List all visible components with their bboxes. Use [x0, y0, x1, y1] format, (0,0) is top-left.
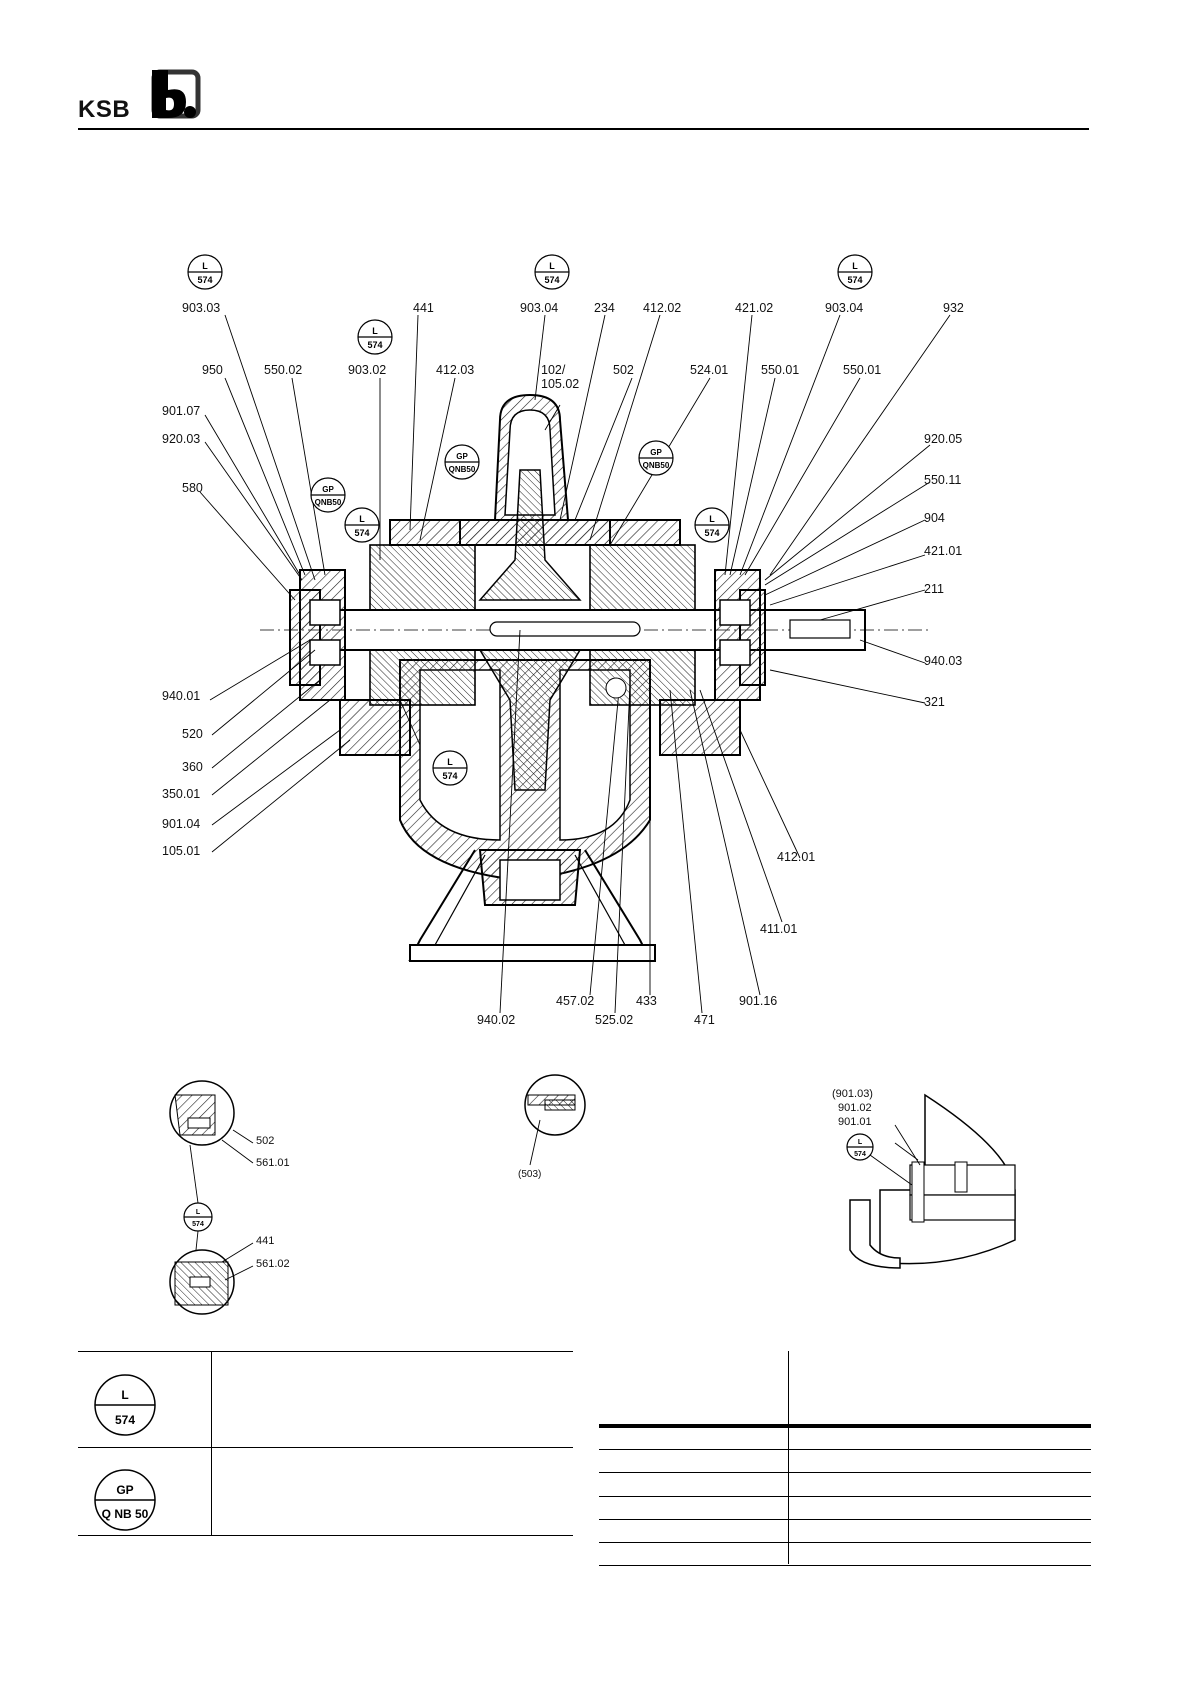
label-901-07: 901.07 [162, 404, 201, 418]
svg-text:574: 574 [544, 275, 559, 285]
label-940-02: 940.02 [477, 1013, 516, 1027]
label-550-01-b: 550.01 [843, 363, 882, 377]
label-525-02: 525.02 [595, 1013, 634, 1027]
detail-label-901-02: 901.02 [838, 1102, 872, 1114]
detail-label-502: 502 [256, 1135, 275, 1147]
svg-text:GP: GP [456, 452, 468, 461]
label-920-03: 920.03 [162, 432, 201, 446]
svg-text:L: L [549, 261, 555, 271]
label-903-04-b: 903.04 [825, 301, 864, 315]
legend-sealant-top: GP [116, 1483, 133, 1497]
label-421-01: 421.01 [924, 544, 963, 558]
label-412-01: 412.01 [777, 850, 816, 864]
label-433: 433 [636, 994, 657, 1008]
label-102: 102/ [541, 363, 566, 377]
label-932: 932 [943, 301, 964, 315]
ksb-logo-icon [151, 69, 201, 119]
label-524-01: 524.01 [690, 363, 729, 377]
detail-label-503: (503) [518, 1169, 542, 1180]
svg-text:574: 574 [442, 771, 457, 781]
svg-text:L: L [359, 514, 365, 524]
label-950: 950 [202, 363, 223, 377]
label-105-02: 105.02 [541, 377, 580, 391]
svg-text:574: 574 [704, 528, 719, 538]
label-441: 441 [413, 301, 434, 315]
legend-loctite-top: L [121, 1388, 128, 1402]
svg-text:QNB50: QNB50 [643, 461, 670, 470]
detail-label-561-01: 561.01 [256, 1157, 290, 1169]
label-901-16: 901.16 [739, 994, 778, 1008]
detail-label-901-01: 901.01 [838, 1116, 872, 1128]
header-rule [78, 128, 1089, 130]
detail-label-441: 441 [256, 1235, 275, 1247]
svg-text:574: 574 [354, 528, 369, 538]
svg-text:GP: GP [650, 448, 662, 457]
label-411-01: 411.01 [760, 922, 798, 936]
label-580: 580 [182, 481, 203, 495]
label-903-04: 903.04 [520, 301, 559, 315]
svg-text:QNB50: QNB50 [315, 498, 342, 507]
svg-text:L: L [852, 261, 858, 271]
svg-text:574: 574 [847, 275, 862, 285]
svg-text:574: 574 [192, 1221, 204, 1228]
legend-loctite-bottom: 574 [115, 1413, 135, 1427]
label-550-02: 550.02 [264, 363, 303, 377]
svg-text:574: 574 [197, 275, 212, 285]
label-412-02: 412.02 [643, 301, 682, 315]
label-940-03: 940.03 [924, 654, 963, 668]
svg-text:L: L [709, 514, 715, 524]
label-234: 234 [594, 301, 615, 315]
legend-sealant-bottom: Q NB 50 [102, 1507, 149, 1521]
label-901-04: 901.04 [162, 817, 201, 831]
label-904: 904 [924, 511, 945, 525]
label-520: 520 [182, 727, 203, 741]
label-502: 502 [613, 363, 634, 377]
label-550-01: 550.01 [761, 363, 800, 377]
label-105-01: 105.01 [162, 844, 201, 858]
detail-label-561-02: 561.02 [256, 1258, 290, 1270]
label-321: 321 [924, 695, 945, 709]
sym-l-top: L [202, 261, 208, 271]
label-550-11: 550.11 [924, 473, 962, 487]
label-211: 211 [924, 582, 944, 596]
svg-text:GP: GP [322, 485, 334, 494]
svg-text:L: L [858, 1139, 863, 1146]
svg-text:QNB50: QNB50 [449, 465, 476, 474]
detail-label-901-03: (901.03) [832, 1088, 873, 1100]
label-421-02: 421.02 [735, 301, 774, 315]
label-457-02: 457.02 [556, 994, 595, 1008]
label-360: 360 [182, 760, 203, 774]
svg-text:L: L [196, 1209, 201, 1216]
label-903-02: 903.02 [348, 363, 387, 377]
label-471: 471 [694, 1013, 715, 1027]
svg-text:L: L [447, 757, 453, 767]
label-903-03: 903.03 [182, 301, 221, 315]
svg-text:L: L [372, 326, 378, 336]
loctite-symbols [183, 254, 874, 1232]
svg-text:574: 574 [854, 1151, 866, 1158]
label-940-01: 940.01 [162, 689, 201, 703]
brand-name: KSB [78, 96, 131, 123]
svg-text:574: 574 [367, 340, 382, 350]
label-412-03: 412.03 [436, 363, 475, 377]
label-920-05: 920.05 [924, 432, 963, 446]
label-350-01: 350.01 [162, 787, 201, 801]
